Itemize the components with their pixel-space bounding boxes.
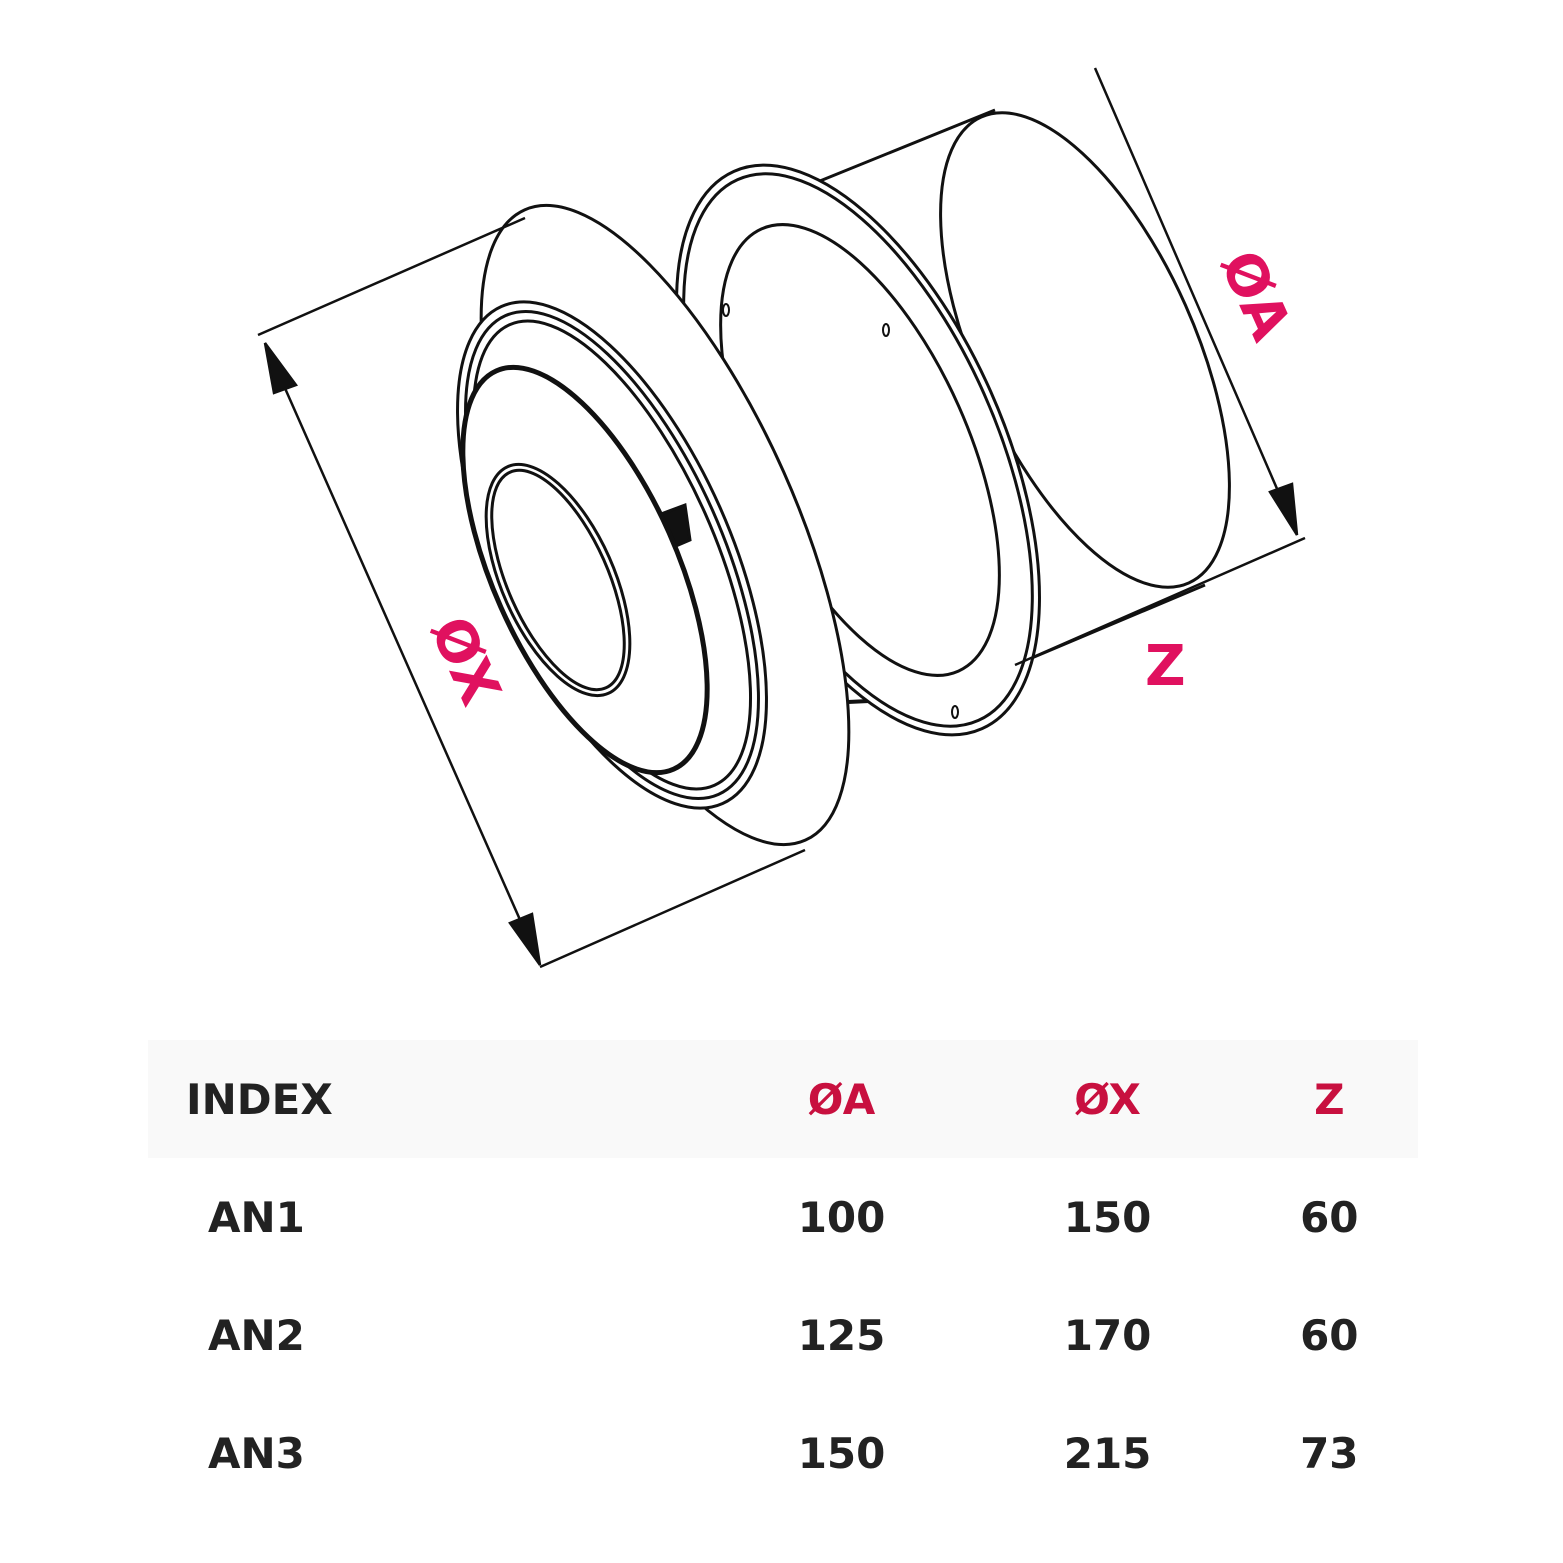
header-index: INDEX — [186, 1074, 333, 1124]
table-row: AN2 125 170 60 — [148, 1276, 1418, 1394]
depth-z-label: Z — [1145, 634, 1186, 699]
table-header-row: INDEX ØA ØX Z — [148, 1040, 1418, 1158]
cell-z: 73 — [1300, 1428, 1359, 1478]
cell-index: AN1 — [208, 1192, 305, 1242]
dimensions-table: INDEX ØA ØX Z AN1 100 150 60 AN2 125 170… — [148, 1040, 1418, 1512]
header-diameter-x: ØX — [1074, 1074, 1141, 1124]
cell-index: AN2 — [208, 1310, 305, 1360]
diameter-a-label: ØA — [1207, 241, 1303, 350]
cell-z: 60 — [1300, 1192, 1359, 1242]
cell-index: AN3 — [208, 1428, 305, 1478]
cell-diameter-a: 100 — [797, 1192, 886, 1242]
header-z: Z — [1314, 1074, 1345, 1124]
dimension-lines — [257, 67, 1306, 969]
diffuser-drawing: ØX ØA Z — [257, 67, 1306, 969]
cell-diameter-a: 150 — [797, 1428, 886, 1478]
cell-diameter-x: 170 — [1063, 1310, 1152, 1360]
cell-diameter-x: 215 — [1063, 1428, 1152, 1478]
table-row: AN3 150 215 73 — [148, 1394, 1418, 1512]
cell-diameter-x: 150 — [1063, 1192, 1152, 1242]
table-row: AN1 100 150 60 — [148, 1158, 1418, 1276]
cell-z: 60 — [1300, 1310, 1359, 1360]
cell-diameter-a: 125 — [797, 1310, 886, 1360]
diffuser-body — [456, 203, 851, 847]
diameter-x-label: ØX — [417, 607, 512, 715]
header-diameter-a: ØA — [807, 1074, 876, 1124]
